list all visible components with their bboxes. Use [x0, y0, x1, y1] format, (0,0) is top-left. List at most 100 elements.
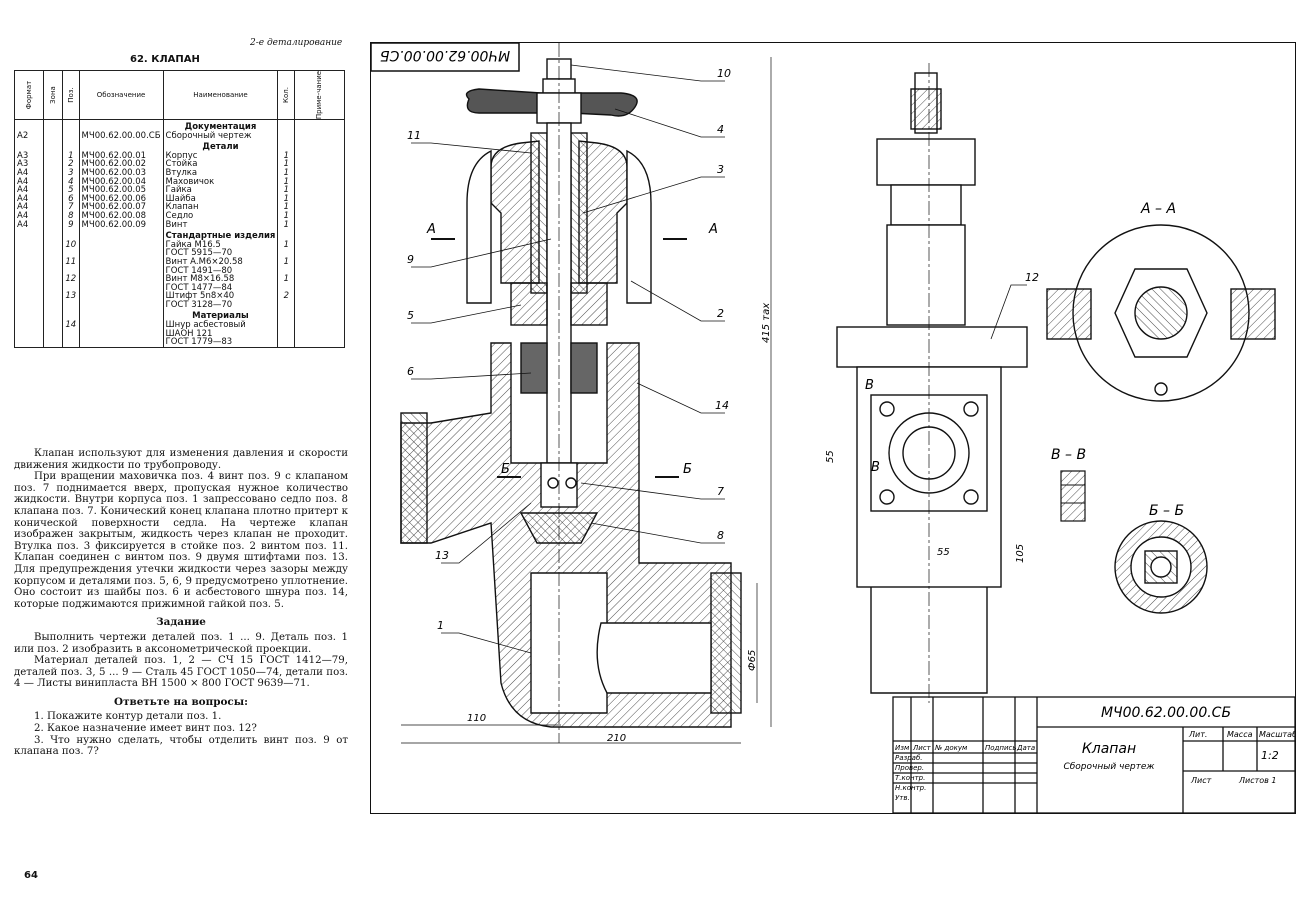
- title-letter: Лит.: [1188, 730, 1207, 739]
- spec-col-0: Формат: [13, 70, 45, 120]
- title-scale-label: Масштаб: [1259, 730, 1295, 739]
- callout-13: 13: [435, 549, 449, 562]
- dim-415: 415 тах: [761, 303, 772, 343]
- assembly-drawing: МЧ00.62.00.00.СБ: [370, 42, 1297, 814]
- table-row: ГОСТ 3128—70: [13, 301, 345, 310]
- label-b-right: Б: [683, 462, 692, 477]
- callout-3: 3: [717, 163, 724, 176]
- paragraph: 2. Какое назначение имеет винт поз. 12?: [34, 723, 257, 735]
- callout-12: 12: [1025, 271, 1039, 284]
- description-text: Клапан используют для изменения давления…: [14, 448, 348, 758]
- stamp-code: МЧ00.62.00.00.СБ: [380, 47, 510, 63]
- svg-text:Лист: Лист: [912, 744, 932, 752]
- callout-7: 7: [717, 485, 724, 498]
- title-block-rows: Изм Лист № докум Подпись Дата Разраб. Пр…: [895, 744, 1035, 802]
- main-section-view: [400, 43, 742, 743]
- svg-text:Разраб.: Разраб.: [895, 754, 923, 762]
- label-b-left: Б: [501, 462, 510, 477]
- questions-heading: Ответьте на вопросы:: [114, 695, 248, 708]
- table-row: ГОСТ 1779—83: [13, 338, 345, 348]
- callout-14: 14: [715, 399, 729, 412]
- section-bb-view: [1114, 520, 1208, 614]
- table-row: ГОСТ 5915—70: [13, 249, 345, 258]
- table-row: ГОСТ 1477—84: [13, 284, 345, 293]
- title-block: [892, 696, 1296, 814]
- table-row: ГОСТ 1491—80: [13, 266, 345, 276]
- label-v-top: В: [865, 378, 874, 393]
- task-heading: Задание: [156, 616, 206, 629]
- svg-text:Провер.: Провер.: [895, 764, 924, 772]
- spec-section-heading: Стандартные изделия: [162, 229, 279, 241]
- paragraph: 1. Покажите контур детали поз. 1.: [34, 711, 222, 723]
- svg-text:Изм: Изм: [895, 744, 910, 752]
- label-v-bottom: В: [871, 460, 880, 475]
- title-mass: Масса: [1227, 730, 1253, 739]
- svg-text:Т.контр.: Т.контр.: [895, 774, 925, 782]
- spec-col-2: Поз.: [62, 70, 80, 120]
- callout-1: 1: [437, 619, 444, 632]
- svg-text:Н.контр.: Н.контр.: [895, 784, 926, 792]
- spec-section-heading: Документация: [162, 119, 279, 132]
- paragraph: Материал деталей поз. 1, 2 — СЧ 15 ГОСТ …: [14, 655, 348, 690]
- dim-55-vertical: 55: [825, 450, 836, 463]
- dim-65: Ф65: [747, 650, 758, 671]
- label-a-left: А: [426, 222, 436, 237]
- spec-col-1: Зона: [43, 70, 64, 120]
- paragraph: Выполнить чертежи деталей поз. 1 ... 9. …: [14, 631, 348, 655]
- paragraph: При вращении маховичка поз. 4 винт поз. …: [14, 471, 348, 610]
- label-section-vv: В – В: [1051, 447, 1086, 463]
- spec-col-4: Наименование: [162, 70, 279, 120]
- callout-8: 8: [717, 529, 724, 542]
- callout-10: 10: [717, 67, 731, 80]
- spec-col-5: Кол.: [277, 70, 296, 120]
- title-doc-type: Сборочный чертеж: [1063, 762, 1155, 772]
- page-number: 64: [24, 870, 38, 881]
- side-view: [836, 63, 1028, 703]
- svg-text:Дата: Дата: [1016, 744, 1035, 752]
- paragraph: 3. Что нужно сделать, чтобы отделить вин…: [14, 734, 348, 758]
- svg-text:Подпись: Подпись: [985, 744, 1017, 752]
- callout-2: 2: [717, 307, 724, 320]
- drawing-svg: МЧ00.62.00.00.СБ: [370, 42, 1297, 814]
- svg-text:Утв.: Утв.: [895, 794, 910, 802]
- callout-5: 5: [407, 309, 414, 322]
- title-name: Клапан: [1082, 741, 1136, 757]
- title-scale: 1:2: [1261, 749, 1279, 762]
- title-designation: МЧ00.62.00.00.СБ: [1101, 705, 1231, 721]
- dim-105: 105: [1015, 544, 1026, 563]
- dim-55-horizontal: 55: [937, 547, 950, 558]
- spec-section-heading: Детали: [162, 140, 279, 152]
- section-aa-view: [1046, 224, 1276, 402]
- dim-110: 110: [467, 713, 486, 724]
- label-a-right: А: [708, 222, 718, 237]
- section-header: 2-е деталирование: [250, 38, 343, 48]
- dimension-lines: [401, 57, 772, 744]
- callout-4: 4: [717, 123, 724, 136]
- callout-9: 9: [407, 253, 414, 266]
- callout-6: 6: [407, 365, 414, 378]
- label-section-bb: Б – Б: [1149, 503, 1184, 519]
- page-title: 62. КЛАПАН: [130, 54, 200, 65]
- title-sheets: Листов 1: [1238, 776, 1277, 785]
- callouts: [411, 64, 725, 654]
- paragraph: Клапан используют для изменения давления…: [14, 448, 348, 471]
- dim-210: 210: [607, 733, 626, 744]
- table-row: ШАОН 121: [13, 330, 345, 339]
- stamp-box: МЧ00.62.00.00.СБ: [370, 42, 520, 72]
- callout-11: 11: [407, 129, 421, 142]
- svg-text:№ докум: № докум: [934, 744, 968, 752]
